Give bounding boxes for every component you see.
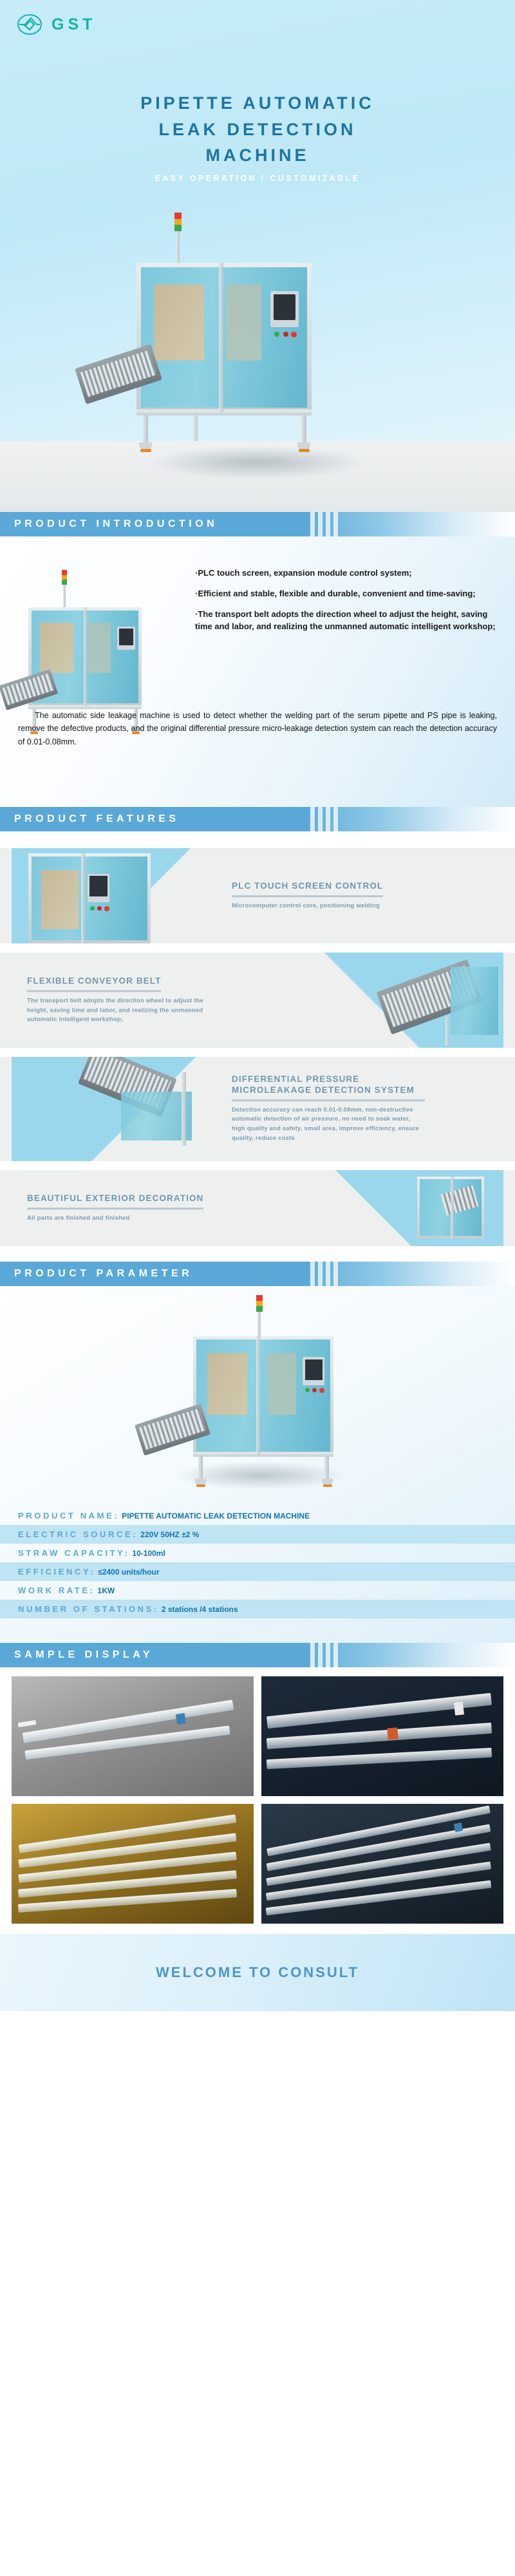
section-title-introduction: PRODUCT INTRODUCTION (14, 518, 218, 529)
section-title-parameter: PRODUCT PARAMETER (14, 1268, 193, 1279)
section-header-parameter: PRODUCT PARAMETER (0, 1262, 515, 1286)
brand-logo[interactable]: GST (17, 12, 96, 37)
feature-card: DIFFERENTIAL PRESSURE MICROLEAKAGE DETEC… (0, 1057, 515, 1161)
conveyor-belt-photo (291, 952, 503, 1048)
parameter-value: PIPETTE AUTOMATIC LEAK DETECTION MACHINE (122, 1511, 310, 1520)
feature-title: FLEXIBLE CONVEYOR BELT (27, 976, 162, 992)
parameter-label: STRAW CAPACITY: (18, 1548, 130, 1558)
section-bar-fill (0, 1262, 309, 1286)
features-section: PLC TOUCH SCREEN CONTROL Microcomputer c… (0, 831, 515, 1262)
feature-body: All parts are finished and finished (27, 1215, 130, 1222)
parameter-section: PRODUCT NAME: PIPETTE AUTOMATIC LEAK DET… (0, 1286, 515, 1643)
parameter-label: EFFICIENCY: (18, 1567, 96, 1577)
feature-title: PLC TOUCH SCREEN CONTROL (232, 881, 384, 898)
parameter-table: PRODUCT NAME: PIPETTE AUTOMATIC LEAK DET… (0, 1499, 515, 1643)
section-header-samples: SAMPLE DISPLAY (0, 1643, 515, 1667)
pipette-row-dark-background[interactable] (261, 1804, 503, 1924)
section-bar-fade (309, 512, 515, 536)
section-bar-stripes (310, 1262, 338, 1286)
section-bar-fade (309, 1262, 515, 1286)
feature-card: BEAUTIFUL EXTERIOR DECORATION All parts … (0, 1170, 515, 1246)
feature-body: Detection accuracy can reach 0.01-0.08mm… (232, 1106, 420, 1142)
section-bar-stripes (310, 512, 338, 536)
page-title: PIPETTE AUTOMATIC LEAK DETECTION MACHINE (0, 90, 515, 169)
parameter-value: 2 stations /4 stations (161, 1605, 238, 1614)
feature-card: FLEXIBLE CONVEYOR BELT The transport bel… (0, 952, 515, 1048)
feature-title: BEAUTIFUL EXTERIOR DECORATION (27, 1193, 204, 1210)
section-header-features: PRODUCT FEATURES (0, 807, 515, 831)
parameter-row: NUMBER OF STATIONS: 2 stations /4 statio… (0, 1600, 515, 1618)
section-title-samples: SAMPLE DISPLAY (14, 1649, 153, 1660)
introduction-paragraph: The automatic side leakage machine is us… (18, 711, 497, 746)
parameter-label: NUMBER OF STATIONS: (18, 1604, 159, 1614)
section-bar-fade (309, 807, 515, 831)
machine-front-photo (0, 1286, 515, 1499)
section-title-features: PRODUCT FEATURES (14, 813, 180, 824)
sample-image-grid (12, 1676, 503, 1924)
parameter-label: PRODUCT NAME: (18, 1511, 120, 1520)
footer-banner: WELCOME TO CONSULT (0, 1934, 515, 2011)
section-bar-stripes (310, 807, 338, 831)
detection-system-photo (12, 1057, 224, 1161)
hero-floor-strip (0, 441, 515, 512)
parameter-value: ≤2400 units/hour (98, 1567, 160, 1577)
footer-welcome-text: WELCOME TO CONSULT (156, 1964, 359, 1980)
serum-pipette-closeup-grey[interactable] (12, 1676, 254, 1796)
feature-title: DIFFERENTIAL PRESSURE MICROLEAKAGE DETEC… (232, 1074, 425, 1101)
feature-card: PLC TOUCH SCREEN CONTROL Microcomputer c… (0, 848, 515, 943)
hero-title-line-1: PIPETTE AUTOMATIC (140, 93, 375, 113)
section-bar-fill (0, 807, 309, 831)
hero-title-line-3: MACHINE (205, 146, 310, 165)
parameter-row: ELECTRIC SOURCE: 220V 50HZ ±2 % (0, 1525, 515, 1544)
introduction-section: ·PLC touch screen, expansion module cont… (0, 536, 515, 807)
section-header-introduction: PRODUCT INTRODUCTION (0, 512, 515, 536)
machine-exterior-photo (291, 1170, 503, 1246)
parameter-label: WORK RATE: (18, 1586, 95, 1595)
introduction-bullet-list: ·PLC touch screen, expansion module cont… (195, 567, 498, 641)
parameter-value: 10-100ml (132, 1549, 165, 1558)
parameter-row: EFFICIENCY: ≤2400 units/hour (0, 1562, 515, 1581)
introduction-bullet: ·PLC touch screen, expansion module cont… (195, 568, 412, 578)
parameter-row: PRODUCT NAME: PIPETTE AUTOMATIC LEAK DET… (0, 1506, 515, 1525)
hero-banner: GST PIPETTE AUTOMATIC LEAK DETECTION MAC… (0, 0, 515, 512)
parameter-value: 220V 50HZ ±2 % (140, 1530, 200, 1539)
feature-body: The transport belt adopts the direction … (27, 997, 204, 1023)
parameter-row: WORK RATE: 1KW (0, 1581, 515, 1600)
section-bar-fill (0, 512, 309, 536)
feature-body: Microcomputer control core, positioning … (232, 902, 380, 910)
hero-subtitle: EASY OPERATION / CUSTOMIZABLE (154, 174, 360, 183)
section-bar-stripes (310, 1643, 338, 1667)
machine-cabinet-photo (12, 848, 224, 943)
hero-title-line-2: LEAK DETECTION (158, 119, 357, 139)
introduction-bullet: ·The transport belt adopts the direction… (195, 609, 496, 631)
pipette-bundle-gold-background[interactable] (12, 1804, 254, 1924)
section-bar-fill (0, 1643, 309, 1667)
section-bar-fade (309, 1643, 515, 1667)
brand-name: GST (52, 15, 97, 33)
pipette-tips-dark-background[interactable] (261, 1676, 503, 1796)
samples-section (0, 1667, 515, 1934)
parameter-row: STRAW CAPACITY: 10-100ml (0, 1544, 515, 1562)
parameter-label: ELECTRIC SOURCE: (18, 1530, 138, 1539)
gst-circle-logo-icon (17, 12, 42, 37)
introduction-bullet: ·Efficient and stable, flexible and dura… (195, 588, 476, 598)
parameter-value: 1KW (97, 1586, 115, 1595)
